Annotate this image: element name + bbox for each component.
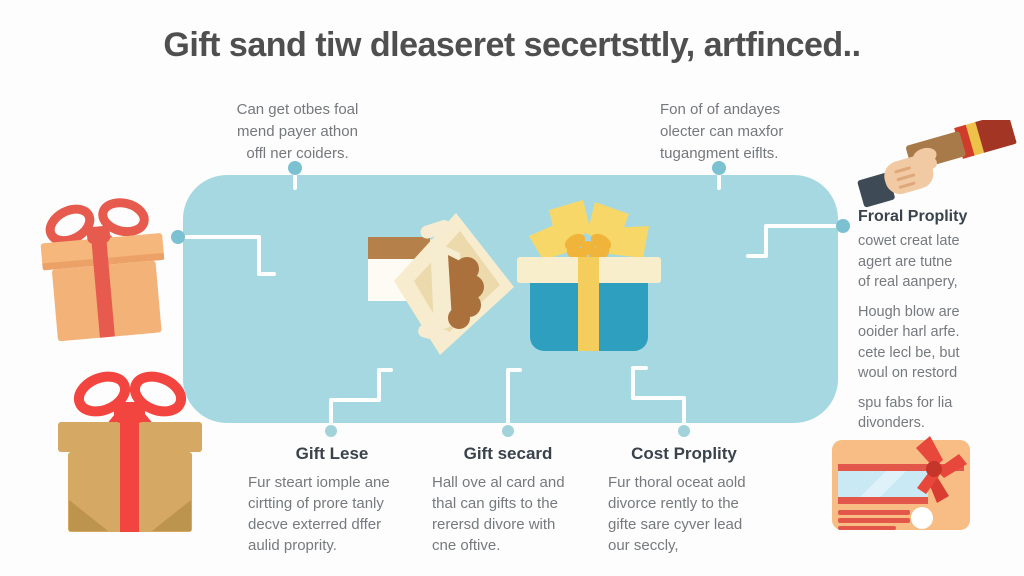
- callout-bottom-left-heading: Gift Lese: [295, 444, 369, 463]
- hand-giving-envelope-icon: [368, 205, 518, 365]
- callout-bottom-middle-heading: Gift secard: [463, 444, 553, 463]
- gift-box-orange-red-bow-icon: [24, 186, 187, 353]
- page-title: Gift sand tiw dleaseret secertsttly, art…: [163, 26, 861, 64]
- callout-bottom-right-heading: Cost Proplity: [631, 444, 737, 463]
- gift-box-tan-red-bow-icon: [50, 366, 210, 543]
- handshake-icon: [856, 113, 1021, 217]
- teal-gift-box-yellow-bow-icon: [515, 200, 663, 365]
- callout-right-heading: Froral Proplity: [858, 208, 968, 225]
- gift-card-ribbon-icon: [830, 428, 975, 541]
